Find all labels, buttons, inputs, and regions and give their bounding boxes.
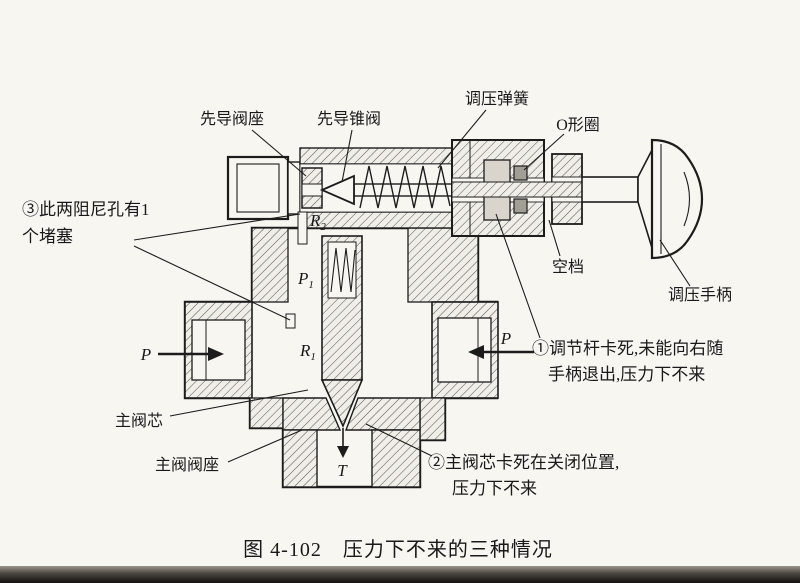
leader-lines — [133, 109, 691, 463]
upper-left-wall — [251, 227, 289, 303]
flow-arrow-right — [468, 345, 534, 359]
label-neutral-gap: 空档 — [552, 258, 584, 276]
damping-hole-r2 — [297, 211, 308, 245]
t-port-right-wall — [371, 429, 421, 488]
label-pilot-cone: 先导锥阀 — [317, 110, 381, 128]
note-1-line-2: 手柄退出,压力下不来 — [548, 365, 705, 384]
note-3-line-1: ③此两阻尼孔有1 — [22, 200, 150, 219]
leader-note1 — [495, 213, 541, 339]
main-seat-left — [282, 397, 342, 431]
label-adjust-handle: 调压手柄 — [668, 286, 732, 304]
leader-o-ring — [523, 133, 565, 171]
spool-spring — [330, 247, 356, 293]
main-cone — [320, 379, 364, 429]
leader-note2 — [365, 423, 433, 457]
lower-right-step — [419, 397, 446, 441]
label-p-right: P — [500, 329, 511, 348]
port-left — [184, 301, 253, 399]
label-p-left: P — [140, 345, 151, 364]
label-main-spool: 主阀芯 — [115, 412, 163, 430]
adjusting-rod-core — [451, 181, 583, 198]
main-seat-right — [344, 397, 421, 431]
t-flow-arrow — [337, 446, 349, 458]
label-r2: R2 — [309, 211, 326, 233]
label-main-seat: 主阀阀座 — [155, 456, 219, 474]
leader-note3-upper — [133, 213, 301, 241]
note-2-line-2: 压力下不来 — [452, 479, 537, 498]
label-r1: R1 — [299, 341, 316, 363]
leader-main-seat — [227, 429, 303, 463]
note-1-line-1: ①调节杆卡死,未能向右随 — [532, 339, 723, 358]
leader-pressure-spring — [437, 109, 487, 169]
o-ring-lower — [513, 198, 528, 214]
leader-main-spool — [169, 389, 309, 417]
label-o-ring: O形圈 — [556, 116, 600, 134]
leader-pilot-seat — [251, 129, 307, 177]
label-p1: P1 — [297, 269, 314, 291]
port-right — [431, 301, 499, 399]
pilot-assembly — [226, 147, 453, 245]
o-ring-upper — [513, 165, 528, 181]
pilot-top-wall — [299, 147, 453, 165]
leader-neutral-gap — [548, 219, 561, 257]
handle-knob — [637, 138, 704, 260]
label-pilot-seat: 先导阀座 — [200, 110, 264, 128]
damping-hole-2 — [285, 313, 296, 329]
flow-arrow-left — [158, 347, 224, 361]
adjusting-rod — [581, 176, 639, 203]
end-cap — [226, 155, 290, 221]
upper-right-wall — [407, 227, 479, 303]
leader-pilot-cone — [341, 129, 353, 183]
label-pressure-spring: 调压弹簧 — [465, 89, 529, 108]
pilot-cone-shape — [319, 174, 355, 206]
pressure-spring-shape — [359, 165, 451, 209]
main-spool-shape — [320, 235, 364, 458]
page-bottom-edge — [0, 566, 800, 583]
lower-left-step — [249, 397, 284, 429]
leader-note3-lower — [133, 245, 291, 321]
label-t-port: T — [337, 461, 348, 480]
note-3-line-2: 个堵塞 — [22, 227, 73, 246]
t-port-left-wall — [282, 429, 318, 488]
note-2-line-1: ②主阀芯卡死在关闭位置, — [428, 453, 619, 472]
figure-caption: 图 4-102 压力下不来的三种情况 — [243, 538, 553, 561]
leader-adjust-handle — [659, 239, 691, 287]
